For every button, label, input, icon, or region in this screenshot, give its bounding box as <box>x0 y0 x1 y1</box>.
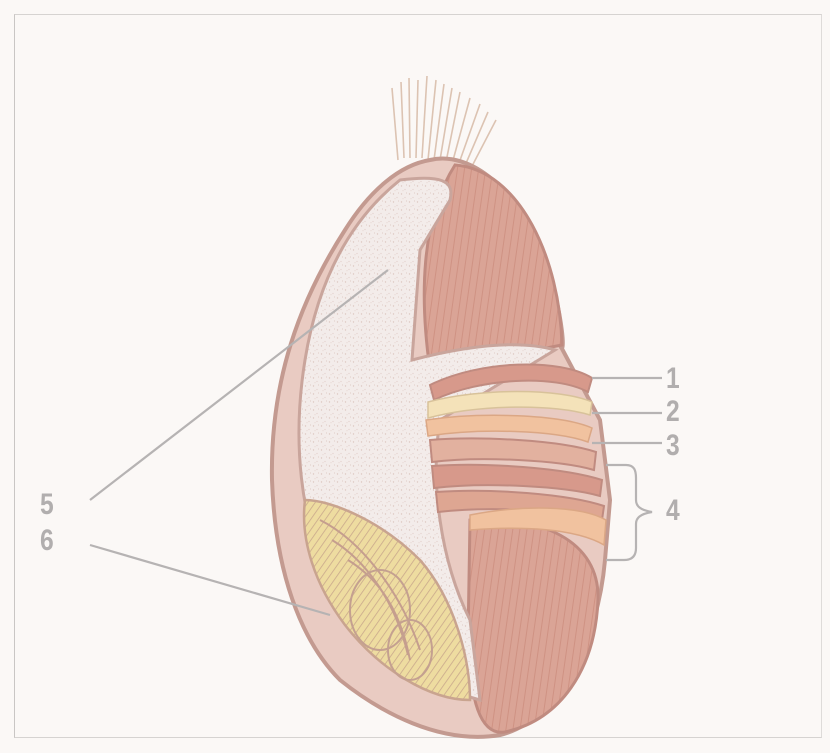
label-2: 2 <box>666 397 680 427</box>
label-4: 4 <box>666 496 680 526</box>
label-3: 3 <box>666 431 680 461</box>
hair-tuft <box>392 76 496 170</box>
label-1: 1 <box>666 364 680 394</box>
embryo-lower-body <box>468 519 598 732</box>
label-6: 6 <box>40 526 54 556</box>
label-5: 5 <box>40 490 54 520</box>
